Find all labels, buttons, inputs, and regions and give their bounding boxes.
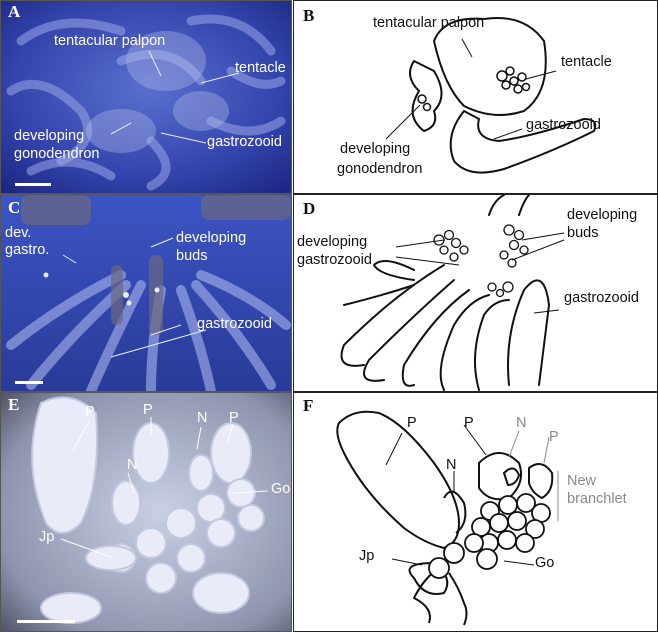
panel-f-drawing: F P P N P N New branchlet Jp Go — [293, 392, 658, 632]
panel-d-drawing: D developing gastrozooid developing buds… — [293, 194, 658, 392]
panel-f-illustration — [336, 410, 559, 626]
label-tentacular-palpon: tentacular palpon — [54, 33, 166, 49]
label-gonodendron: gonodendron — [14, 146, 100, 162]
label-f-n1: N — [446, 457, 457, 473]
label-e-n: N — [197, 410, 208, 426]
label-e-n2: N — [127, 457, 138, 473]
label-gastrozooid-b: gastrozooid — [526, 117, 601, 133]
panel-e-image — [1, 393, 291, 631]
panel-f-letter: F — [303, 396, 314, 415]
label-e-jp: Jp — [39, 529, 55, 545]
panel-c-photo: C dev. gastro. developing buds gastrozoo… — [0, 194, 292, 392]
panel-b-illustration — [385, 17, 597, 174]
panel-a-photo: A tentacular palpon tentacle developing … — [0, 0, 292, 194]
label-f-go: Go — [535, 555, 555, 571]
label-tentacular-palpon-b: tentacular palpon — [373, 15, 485, 31]
panel-b-letter: B — [303, 6, 315, 25]
panel-a-letter: A — [8, 2, 21, 21]
label-f-p3-grey: P — [549, 429, 559, 445]
label-f-jp: Jp — [359, 548, 375, 564]
label-e-p1: P — [85, 404, 95, 420]
label-buds-c: buds — [176, 248, 208, 264]
panel-e-photo: E P P P N N Go Jp — [0, 392, 292, 632]
label-f-new: New — [567, 473, 597, 489]
label-developing-d-left: developing — [297, 234, 368, 250]
label-dev: dev. — [5, 225, 32, 241]
label-f-branchlet: branchlet — [567, 491, 627, 507]
label-developing-c: developing — [176, 230, 247, 246]
label-e-go: Go — [271, 481, 291, 497]
panel-e-letter: E — [8, 395, 20, 414]
label-tentacle-b: tentacle — [561, 54, 612, 70]
label-gastrozooid-d: gastrozooid — [564, 290, 639, 306]
label-gastrozooid-c: gastrozooid — [197, 316, 272, 332]
label-f-n-grey: N — [516, 415, 527, 431]
label-gastrozooid-d-left: gastrozooid — [297, 252, 372, 268]
label-gastro: gastro. — [5, 242, 50, 258]
label-developing-b: developing — [340, 141, 411, 157]
panel-d-letter: D — [303, 199, 316, 218]
panel-a-image — [1, 1, 291, 193]
label-developing: developing — [14, 128, 85, 144]
panel-d-illustration — [340, 195, 565, 391]
label-f-p1: P — [407, 415, 417, 431]
label-f-p2: P — [464, 415, 474, 431]
label-e-p2: P — [143, 402, 153, 418]
label-tentacle: tentacle — [235, 60, 286, 76]
panel-c-letter: C — [8, 198, 21, 217]
label-gonodendron-b: gonodendron — [337, 161, 423, 177]
label-buds-d: buds — [567, 225, 599, 241]
panel-b-drawing: B tentacular palpon tentacle gastrozooid… — [293, 0, 658, 194]
panel-c-image — [1, 195, 291, 391]
label-e-p3: P — [229, 410, 239, 426]
label-developing-d-right: developing — [567, 207, 638, 223]
label-gastrozooid: gastrozooid — [207, 134, 282, 150]
